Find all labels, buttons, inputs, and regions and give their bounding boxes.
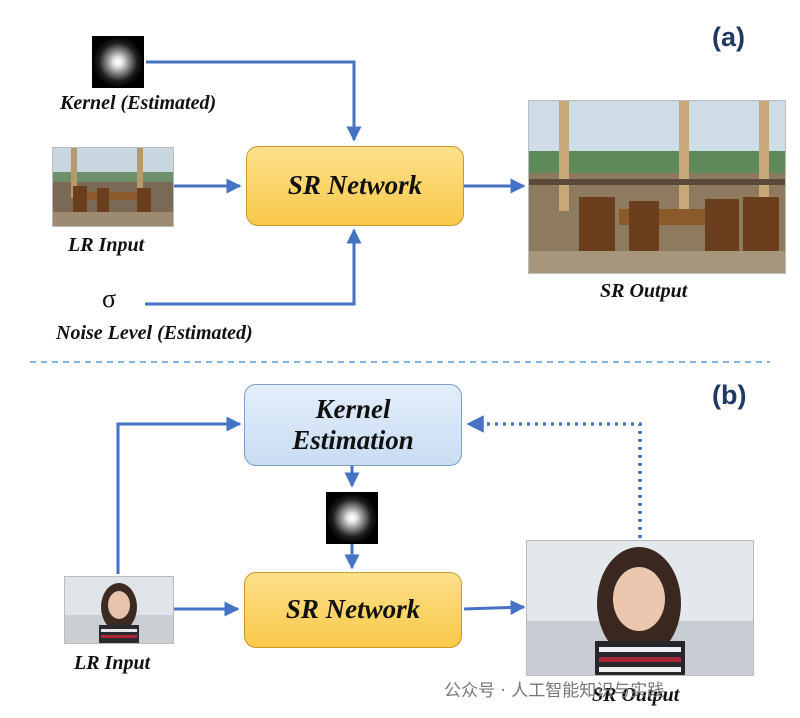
sr-output-photo-a — [528, 100, 786, 274]
kernel-estimated-label: Kernel (Estimated) — [60, 92, 217, 114]
panel-a-tag: (a) — [712, 22, 745, 52]
lr-input-label-a: LR Input — [68, 234, 145, 256]
kernel-image-a — [92, 36, 144, 88]
arrow-kernel-to-network — [146, 60, 362, 142]
lr-input-photo-b — [64, 576, 174, 644]
watermark-text: 公众号 · 人工智能知识与实践 — [444, 681, 665, 701]
sr-network-box-a: SR Network — [246, 146, 464, 226]
sr-network-box-b: SR Network — [244, 572, 462, 648]
kernel-estimation-box: Kernel Estimation — [244, 384, 462, 466]
sigma-symbol: σ — [102, 284, 117, 313]
arrow-network-to-output-b — [463, 599, 526, 615]
feedback-arrow-dotted — [466, 415, 642, 538]
noise-level-label: Noise Level (Estimated) — [56, 322, 253, 344]
sr-output-photo-b — [526, 540, 754, 676]
kernel-image-b — [326, 492, 378, 544]
lr-input-label-b: LR Input — [74, 652, 151, 674]
sr-output-label-a: SR Output — [600, 280, 688, 302]
lr-input-photo-a — [52, 147, 174, 227]
arrow-noise-to-network — [145, 228, 362, 306]
sr-output-label-b: SR Output — [592, 684, 680, 706]
panel-b-tag: (b) — [712, 380, 747, 410]
arrow-lr-to-kernel-estimation — [116, 416, 242, 574]
